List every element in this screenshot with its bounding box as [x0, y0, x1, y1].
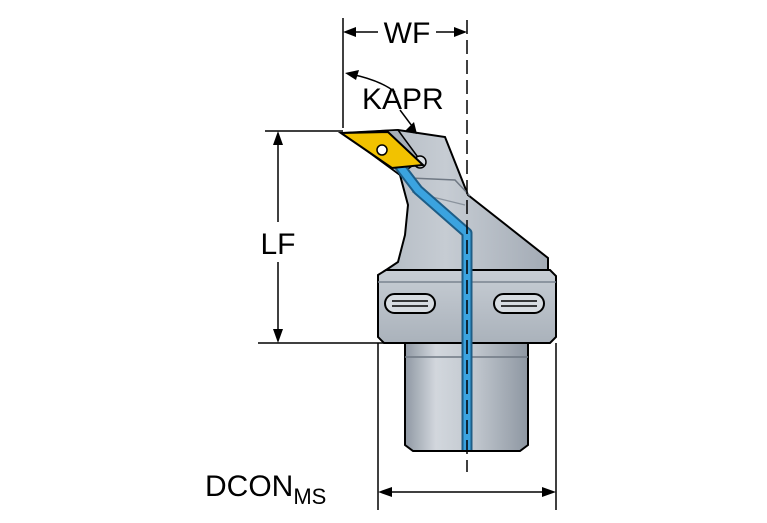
- tool-body: [340, 128, 557, 452]
- dcon-label-sub: MS: [293, 484, 326, 509]
- lf-label: LF: [260, 228, 295, 261]
- wf-label: WF: [384, 17, 431, 50]
- cutting-insert: [337, 130, 426, 170]
- wf-dimension: [342, 18, 467, 128]
- flange-slot-right: [493, 293, 545, 314]
- flange-slot-left: [384, 293, 436, 314]
- dcon-label: DCONMS: [205, 470, 326, 509]
- lf-dimension: [258, 130, 384, 344]
- kapr-label: KAPR: [362, 83, 444, 116]
- kapr-dimension: [345, 70, 417, 134]
- dcon-dimension: [377, 343, 557, 510]
- dcon-label-main: DCON: [205, 470, 293, 503]
